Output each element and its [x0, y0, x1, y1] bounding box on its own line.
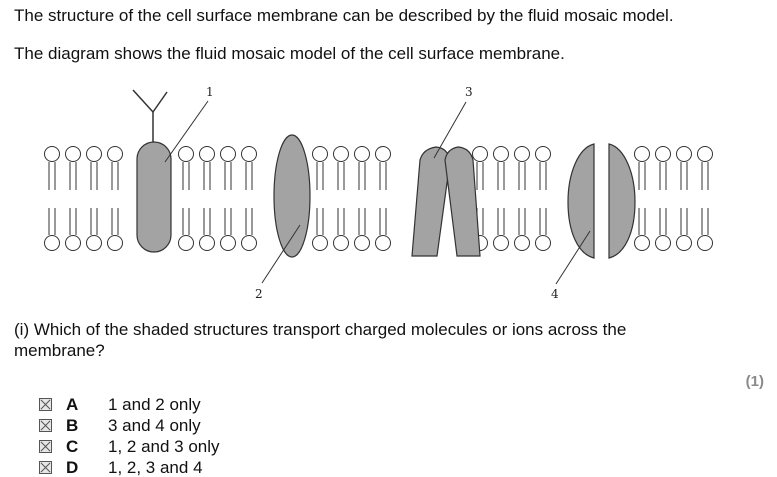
phospholipid [312, 146, 328, 251]
option-text: 1, 2, 3 and 4 [108, 457, 203, 477]
intro-text-line-2: The diagram shows the fluid mosaic model… [14, 44, 565, 63]
option-letter: D [66, 457, 79, 477]
diagram-label-3: 3 [465, 85, 473, 99]
pointer-1 [164, 100, 209, 163]
option-letter: A [66, 394, 79, 414]
diagram-label-4: 4 [551, 287, 559, 301]
protein-4-left [567, 143, 595, 259]
checkbox-a[interactable] [39, 398, 52, 411]
option-letter: C [66, 436, 79, 456]
pointer-2 [261, 224, 301, 284]
phospholipid [697, 146, 713, 251]
phospholipid [107, 146, 123, 251]
question-text: (i) Which of the shaded structures trans… [14, 320, 627, 360]
phospholipid [333, 146, 349, 251]
checkbox-b[interactable] [39, 419, 52, 432]
phospholipid [676, 146, 692, 251]
option-text: 1 and 2 only [108, 394, 201, 414]
phospholipid [354, 146, 370, 251]
phospholipid [241, 146, 257, 251]
phospholipid [220, 146, 236, 251]
protein-1 [136, 141, 172, 253]
checkbox-d[interactable] [39, 461, 52, 474]
protein-3-right [444, 146, 481, 257]
option-text: 1, 2 and 3 only [108, 436, 220, 456]
phospholipid [634, 146, 650, 251]
fluid-mosaic-diagram: 1 2 3 4 [44, 85, 713, 301]
answer-options: A 1 and 2 only B 3 and 4 only C 1, 2 and… [39, 394, 220, 477]
phospholipid [375, 146, 391, 251]
label-pointer-lines [164, 100, 591, 285]
phospholipid [535, 146, 551, 251]
marks-label: (1) [745, 373, 764, 390]
option-text: 3 and 4 only [108, 415, 201, 435]
phospholipid [655, 146, 671, 251]
pointer-4 [555, 230, 591, 285]
glycoprotein-antenna [132, 89, 168, 142]
option-c[interactable]: C 1, 2 and 3 only [39, 436, 220, 457]
phospholipid [514, 146, 530, 251]
phospholipid [199, 146, 215, 251]
phospholipid [86, 146, 102, 251]
diagram-label-2: 2 [255, 287, 263, 301]
checkbox-c[interactable] [39, 440, 52, 453]
protein-2 [273, 134, 311, 258]
intro-text-line-1: The structure of the cell surface membra… [14, 6, 674, 25]
protein-4-right [608, 143, 636, 259]
pointer-3 [433, 101, 467, 159]
phospholipid [178, 146, 194, 251]
diagram-label-1: 1 [206, 85, 214, 99]
option-letter: B [66, 415, 79, 435]
protein-3-left [411, 146, 451, 257]
phospholipid [44, 146, 60, 251]
membrane-proteins [136, 134, 636, 259]
phospholipid [493, 146, 509, 251]
option-a[interactable]: A 1 and 2 only [39, 394, 220, 415]
phospholipid [65, 146, 81, 251]
option-d[interactable]: D 1, 2, 3 and 4 [39, 457, 220, 477]
option-b[interactable]: B 3 and 4 only [39, 415, 220, 436]
